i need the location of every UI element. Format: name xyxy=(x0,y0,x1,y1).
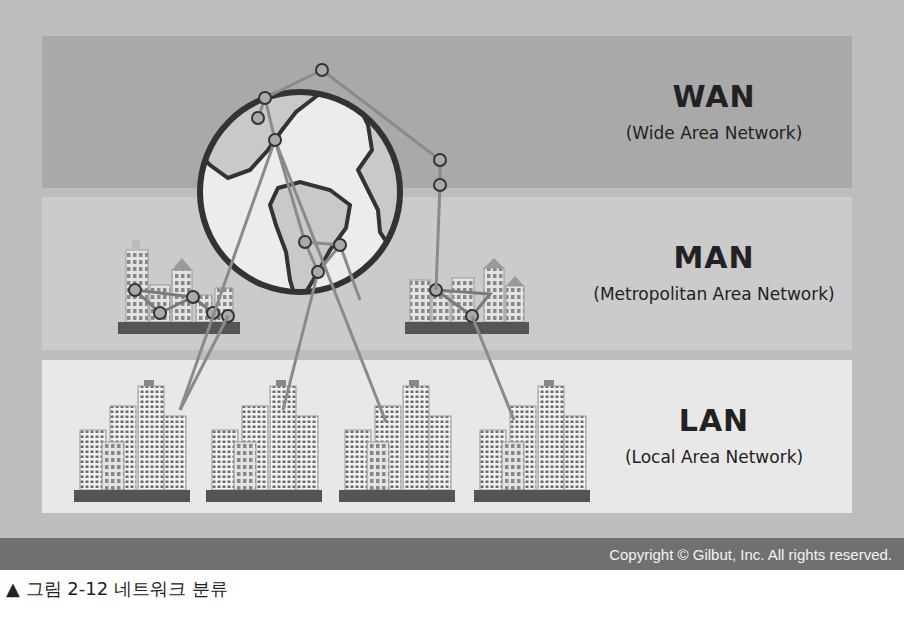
network-full-name: (Local Area Network) xyxy=(625,445,803,469)
copyright-notice: Copyright © Gilbut, Inc. All rights rese… xyxy=(609,545,892,565)
band-label: MAN (Metropolitan Area Network) xyxy=(593,240,834,306)
network-name: MAN xyxy=(593,240,834,276)
network-full-name: (Wide Area Network) xyxy=(626,121,803,145)
network-band: MAN (Metropolitan Area Network) xyxy=(42,197,852,350)
network-name: LAN xyxy=(625,403,803,439)
band-label: WAN (Wide Area Network) xyxy=(626,79,803,145)
network-band: WAN (Wide Area Network) xyxy=(42,36,852,188)
network-band: LAN (Local Area Network) xyxy=(42,360,852,513)
band-label: LAN (Local Area Network) xyxy=(625,403,803,469)
figure-caption: ▲ 그림 2-12 네트워크 분류 xyxy=(6,576,228,602)
network-full-name: (Metropolitan Area Network) xyxy=(593,282,834,306)
network-name: WAN xyxy=(626,79,803,115)
